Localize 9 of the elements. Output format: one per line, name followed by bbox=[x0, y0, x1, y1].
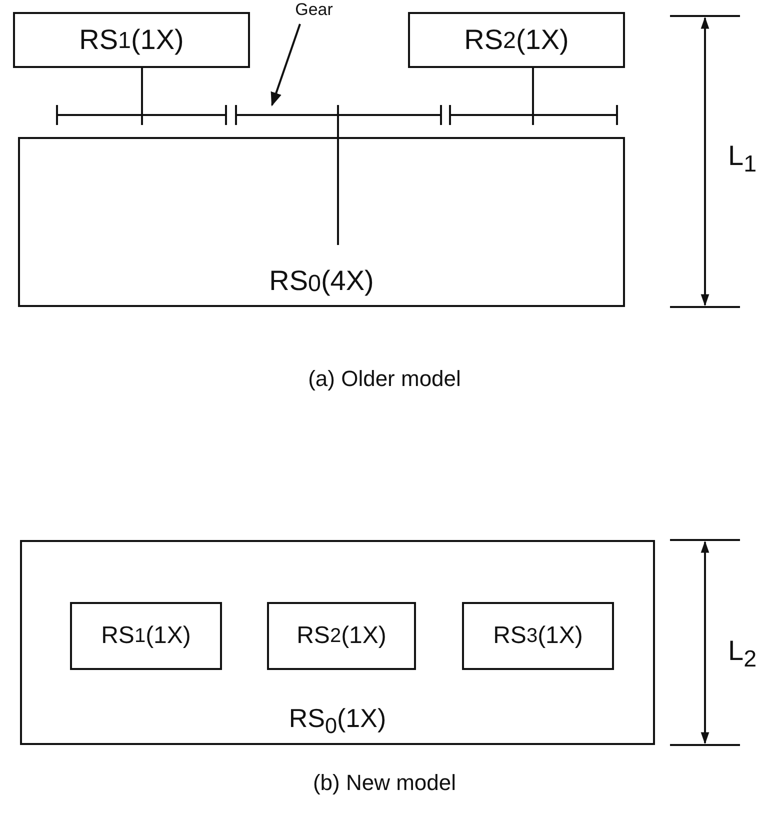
figure-caption: (b) New model bbox=[312, 770, 458, 796]
box-label: RS$_{0}$(1X) bbox=[288, 703, 388, 740]
dimension-label: L$_{2}$ bbox=[728, 635, 757, 673]
figure-caption: (a) Older model bbox=[307, 366, 462, 392]
gear-drawing bbox=[235, 105, 442, 245]
callout-text: Gear bbox=[284, 0, 344, 24]
dimension-label: L$_{1}$ bbox=[728, 140, 757, 178]
leader-line bbox=[270, 24, 301, 106]
sensor-box bbox=[20, 540, 655, 745]
